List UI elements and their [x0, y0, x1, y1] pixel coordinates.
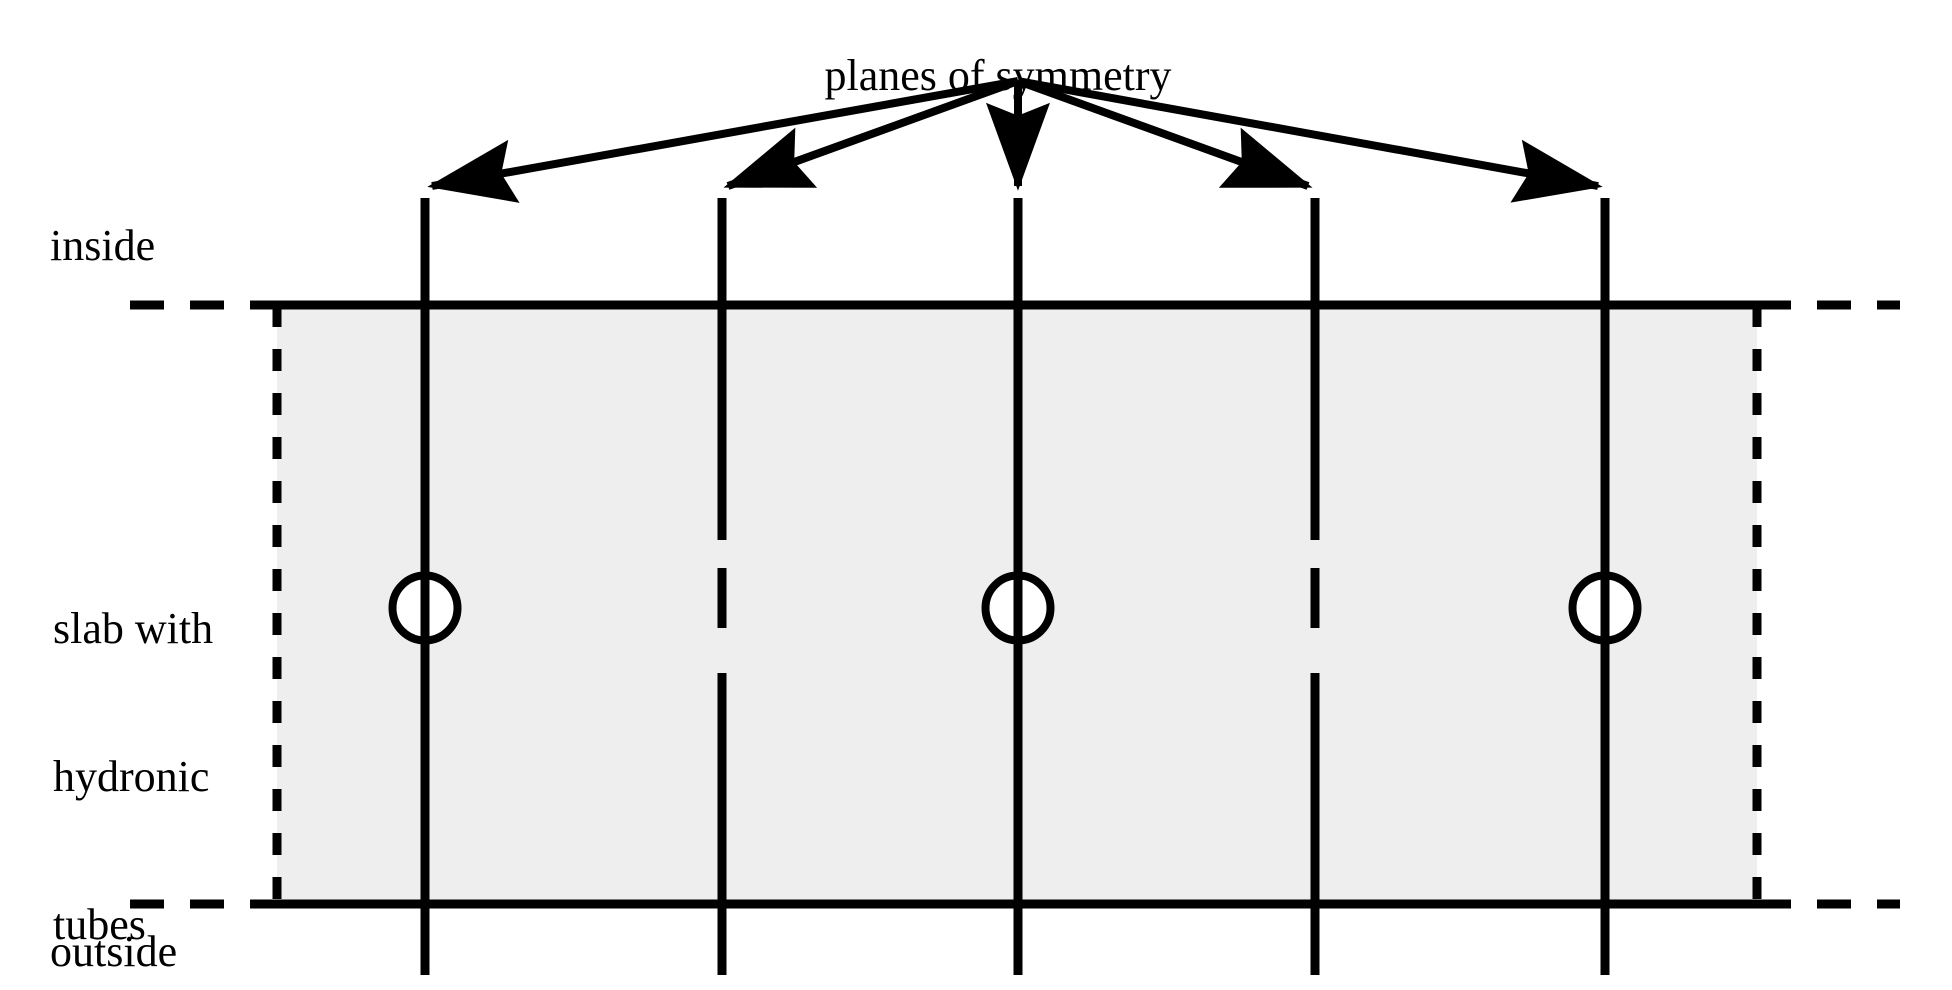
slab-region-label: slab with hydronic tubes	[53, 508, 213, 990]
slab-label-line-3: tubes	[53, 899, 146, 949]
diagram-title-text: planes of symmetry	[824, 50, 1172, 100]
inside-region-label: inside	[50, 221, 156, 270]
diagram-title: planes of symmetry	[0, 4, 1952, 147]
leader-arrows	[427, 77, 1603, 203]
symmetry-plane-5	[1568, 198, 1642, 975]
leader-arrow-4	[1016, 77, 1313, 190]
slab-label-line-1: slab with	[53, 604, 214, 654]
symmetry-plane-1	[388, 198, 462, 975]
outside-region-label: outside	[50, 927, 178, 976]
leader-arrow-5	[1017, 77, 1603, 203]
leader-arrow-2	[723, 77, 1020, 190]
symmetry-plane-3	[981, 198, 1055, 975]
slab-label-line-2: hydronic	[53, 751, 210, 801]
